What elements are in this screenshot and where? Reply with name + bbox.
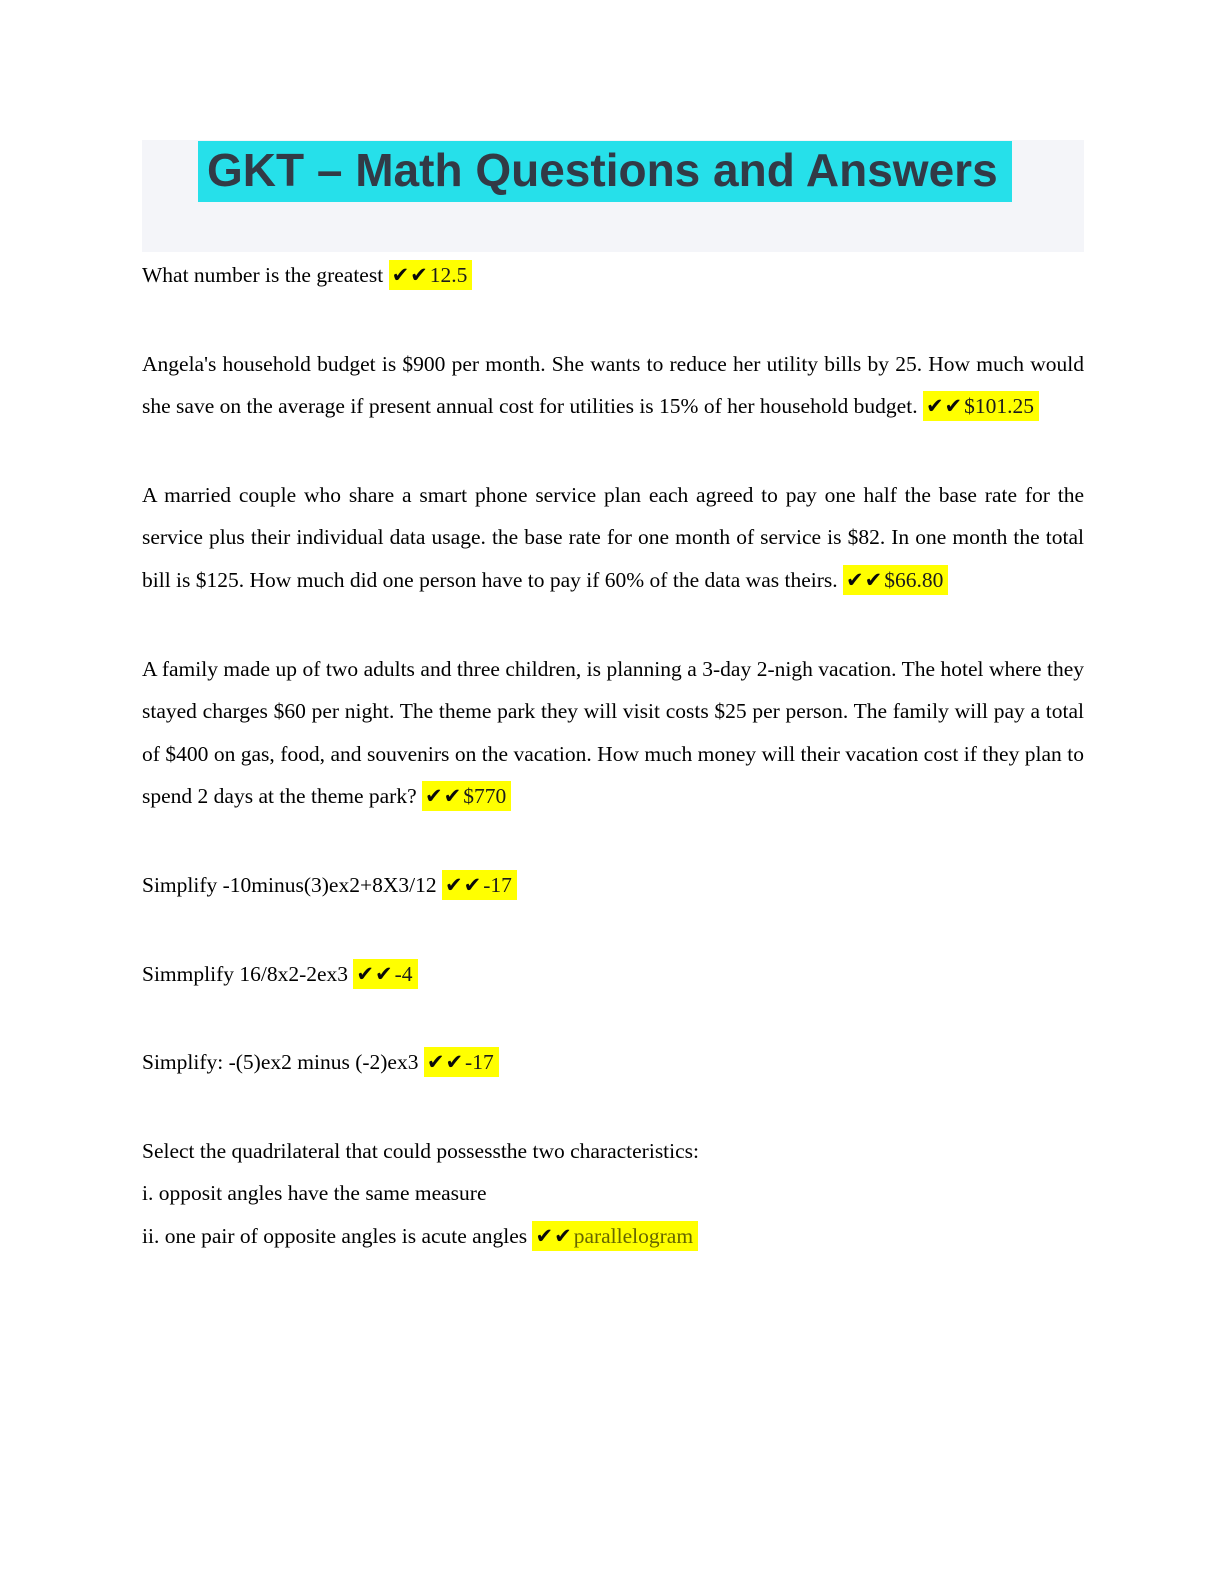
answer-text: -4 <box>394 961 413 986</box>
answer-text: -17 <box>465 1050 494 1075</box>
answer-highlight: ✔✔$770 <box>422 781 512 812</box>
answer-text: parallelogram <box>573 1223 694 1248</box>
question-paragraph: Simmplify 16/8x2-2ex3 ✔✔-4 <box>142 953 1084 996</box>
answer-text: $66.80 <box>884 567 944 592</box>
document-title: GKT – Math Questions and Answers <box>198 141 1012 202</box>
double-checkmark-icon: ✔✔ <box>925 394 964 419</box>
double-checkmark-icon: ✔✔ <box>391 263 429 287</box>
answer-text: -17 <box>483 872 512 897</box>
page-body: GKT – Math Questions and Answers What nu… <box>142 140 1084 1258</box>
answer-highlight: ✔✔$101.25 <box>922 391 1040 422</box>
question-line: Select the quadrilateral that could poss… <box>142 1138 700 1163</box>
double-checkmark-icon: ✔✔ <box>356 961 394 986</box>
answer-highlight: ✔✔-17 <box>441 869 517 900</box>
question-text: Simmplify 16/8x2-2ex3 <box>142 961 354 986</box>
answer-highlight: ✔✔-4 <box>353 958 418 989</box>
question-paragraph: Select the quadrilateral that could poss… <box>142 1130 1084 1258</box>
question-paragraph: A family made up of two adults and three… <box>142 648 1084 818</box>
double-checkmark-icon: ✔✔ <box>444 872 483 897</box>
question-text: A family made up of two adults and three… <box>142 656 1084 809</box>
question-text: What number is the greatest <box>142 263 389 287</box>
answer-text: $770 <box>463 784 507 809</box>
double-checkmark-icon: ✔✔ <box>535 1223 573 1248</box>
answer-text: $101.25 <box>964 394 1035 419</box>
answer-highlight: ✔✔-17 <box>423 1047 499 1078</box>
question-paragraph: Angela's household budget is $900 per mo… <box>142 343 1084 428</box>
double-checkmark-icon: ✔✔ <box>846 567 884 592</box>
question-text: ii. one pair of opposite angles is acute… <box>142 1223 533 1248</box>
question-text: A married couple who share a smart phone… <box>142 482 1084 592</box>
answer-highlight: ✔✔parallelogram <box>532 1220 699 1251</box>
answer-highlight: ✔✔12.5 <box>388 260 473 290</box>
double-checkmark-icon: ✔✔ <box>426 1050 465 1075</box>
question-text: Simplify -10minus(3)ex2+8X3/12 <box>142 872 442 897</box>
question-paragraph: Simplify -10minus(3)ex2+8X3/12 ✔✔-17 <box>142 864 1084 907</box>
double-checkmark-icon: ✔✔ <box>425 784 463 809</box>
answer-highlight: ✔✔$66.80 <box>843 564 949 595</box>
answer-text: 12.5 <box>429 263 468 287</box>
title-band: GKT – Math Questions and Answers <box>142 140 1084 252</box>
question-text: Simplify: -(5)ex2 minus (-2)ex3 <box>142 1050 424 1075</box>
question-paragraph: Simplify: -(5)ex2 minus (-2)ex3 ✔✔-17 <box>142 1041 1084 1084</box>
question-paragraph: What number is the greatest ✔✔12.5 <box>142 254 1084 297</box>
question-paragraph: A married couple who share a smart phone… <box>142 474 1084 602</box>
question-line: i. opposit angles have the same measure <box>142 1181 487 1206</box>
question-text: Angela's household budget is $900 per mo… <box>142 351 1084 419</box>
